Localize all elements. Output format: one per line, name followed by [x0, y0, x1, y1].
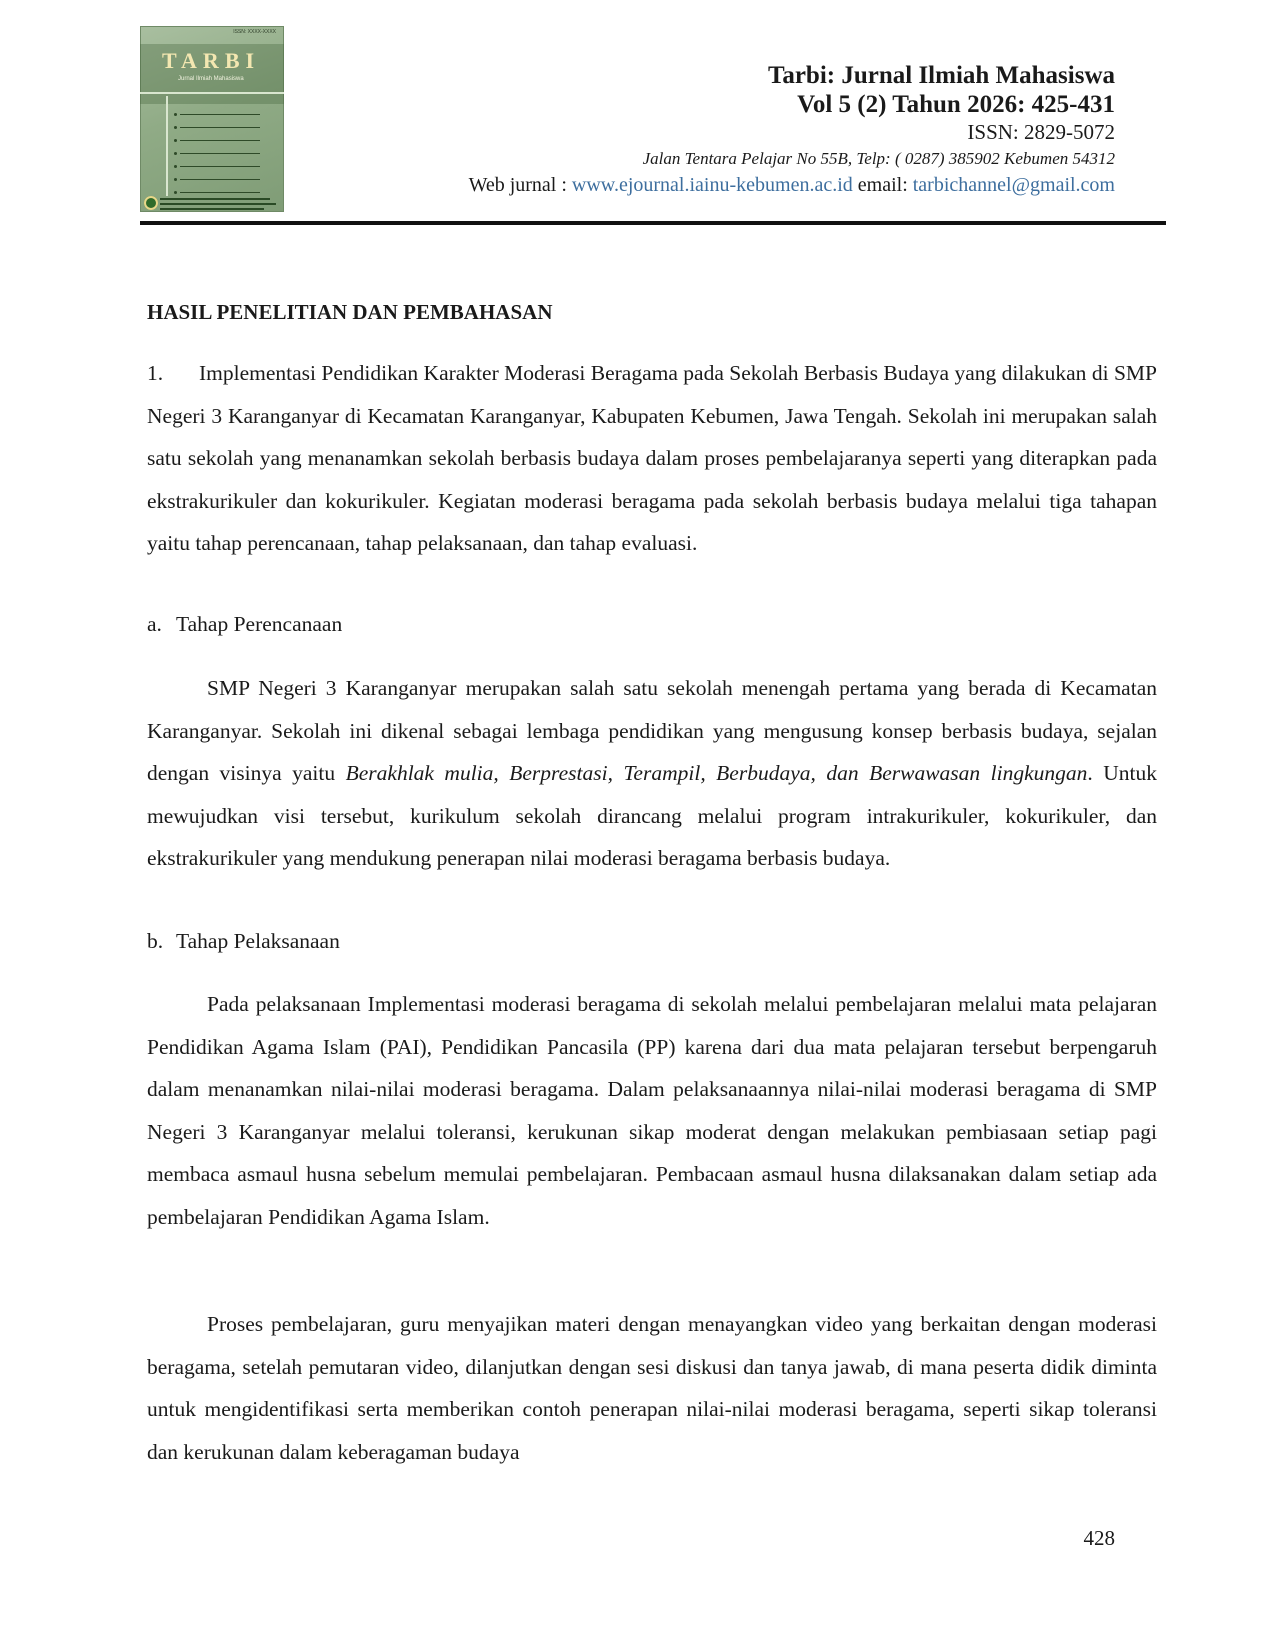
paragraph-text: . Untuk mewujudkan visi tersebut, kuriku… [147, 761, 1157, 870]
cover-bullet [174, 191, 177, 194]
web-label: Web jurnal : [468, 174, 572, 196]
cover-toc-line [180, 114, 260, 115]
email-label: email: [852, 174, 913, 196]
subheading-title: Tahap Pelaksanaan [176, 929, 340, 953]
cover-band [140, 44, 284, 104]
paragraph-text: SMP Negeri 3 Karanganyar merupakan salah… [147, 676, 1157, 785]
subheading-planning: a. Tahap Perencanaan [147, 612, 342, 637]
subheading-implementation: b. Tahap Pelaksanaan [147, 929, 340, 954]
paragraph-planning: SMP Negeri 3 Karanganyar merupakan salah… [147, 667, 1157, 880]
cover-bullet [174, 165, 177, 168]
header-rule [140, 221, 1166, 225]
subheading-label: b. [147, 929, 164, 953]
cover-bullet [174, 178, 177, 181]
subheading-title: Tahap Perencanaan [176, 612, 343, 636]
cover-toc-line [180, 153, 260, 154]
school-vision-italic: Berakhlak mulia, Berprestasi, Terampil, … [345, 761, 1088, 785]
cover-seal-icon [144, 196, 158, 210]
cover-divider [140, 92, 284, 94]
journal-cover-image: ISSN: XXXX-XXXX TARBI Jurnal Ilmiah Maha… [140, 26, 284, 212]
subheading-label: a. [147, 612, 162, 636]
page-number: 428 [1083, 1526, 1116, 1550]
item-text: Implementasi Pendidikan Karakter Moderas… [147, 361, 1157, 555]
cover-subtitle: Jurnal Ilmiah Mahasiswa [178, 76, 244, 82]
cover-toc-line [180, 127, 260, 128]
paragraph-implementation-2: Proses pembelajaran, guru menyajikan mat… [147, 1312, 1157, 1464]
paragraph-implementation-1: Pada pelaksanaan Implementasi moderasi b… [147, 992, 1157, 1229]
email-link[interactable]: tarbichannel@gmail.com [912, 174, 1115, 196]
web-url-link[interactable]: www.ejournal.iainu-kebumen.ac.id [571, 174, 853, 196]
cover-toc-line [180, 192, 260, 193]
cover-vertical-line [166, 96, 168, 196]
item-number: 1. [147, 361, 164, 385]
cover-bullet [174, 126, 177, 129]
cover-toc-line [180, 179, 260, 180]
cover-bullet [174, 113, 177, 116]
cover-issn: ISSN: XXXX-XXXX [233, 29, 276, 35]
cover-bullet [174, 139, 177, 142]
cover-toc-line [180, 166, 260, 167]
cover-toc-line [180, 140, 260, 141]
journal-address: Jalan Tentara Pelajar No 55B, Telp: ( 02… [642, 149, 1115, 168]
numbered-item-1: 1.Implementasi Pendidikan Karakter Moder… [147, 352, 1157, 565]
cover-publisher-text [160, 198, 278, 212]
journal-web-line: Web jurnal : www.ejournal.iainu-kebumen.… [469, 174, 1115, 197]
section-heading: HASIL PENELITIAN DAN PEMBAHASAN [147, 300, 553, 324]
cover-bullet [174, 152, 177, 155]
journal-volume: Vol 5 (2) Tahun 2026: 425-431 [797, 91, 1115, 118]
journal-issn: ISSN: 2829-5072 [967, 120, 1115, 144]
journal-title: Tarbi: Jurnal Ilmiah Mahasiswa [767, 62, 1115, 89]
cover-wordmark: TARBI [162, 48, 261, 73]
